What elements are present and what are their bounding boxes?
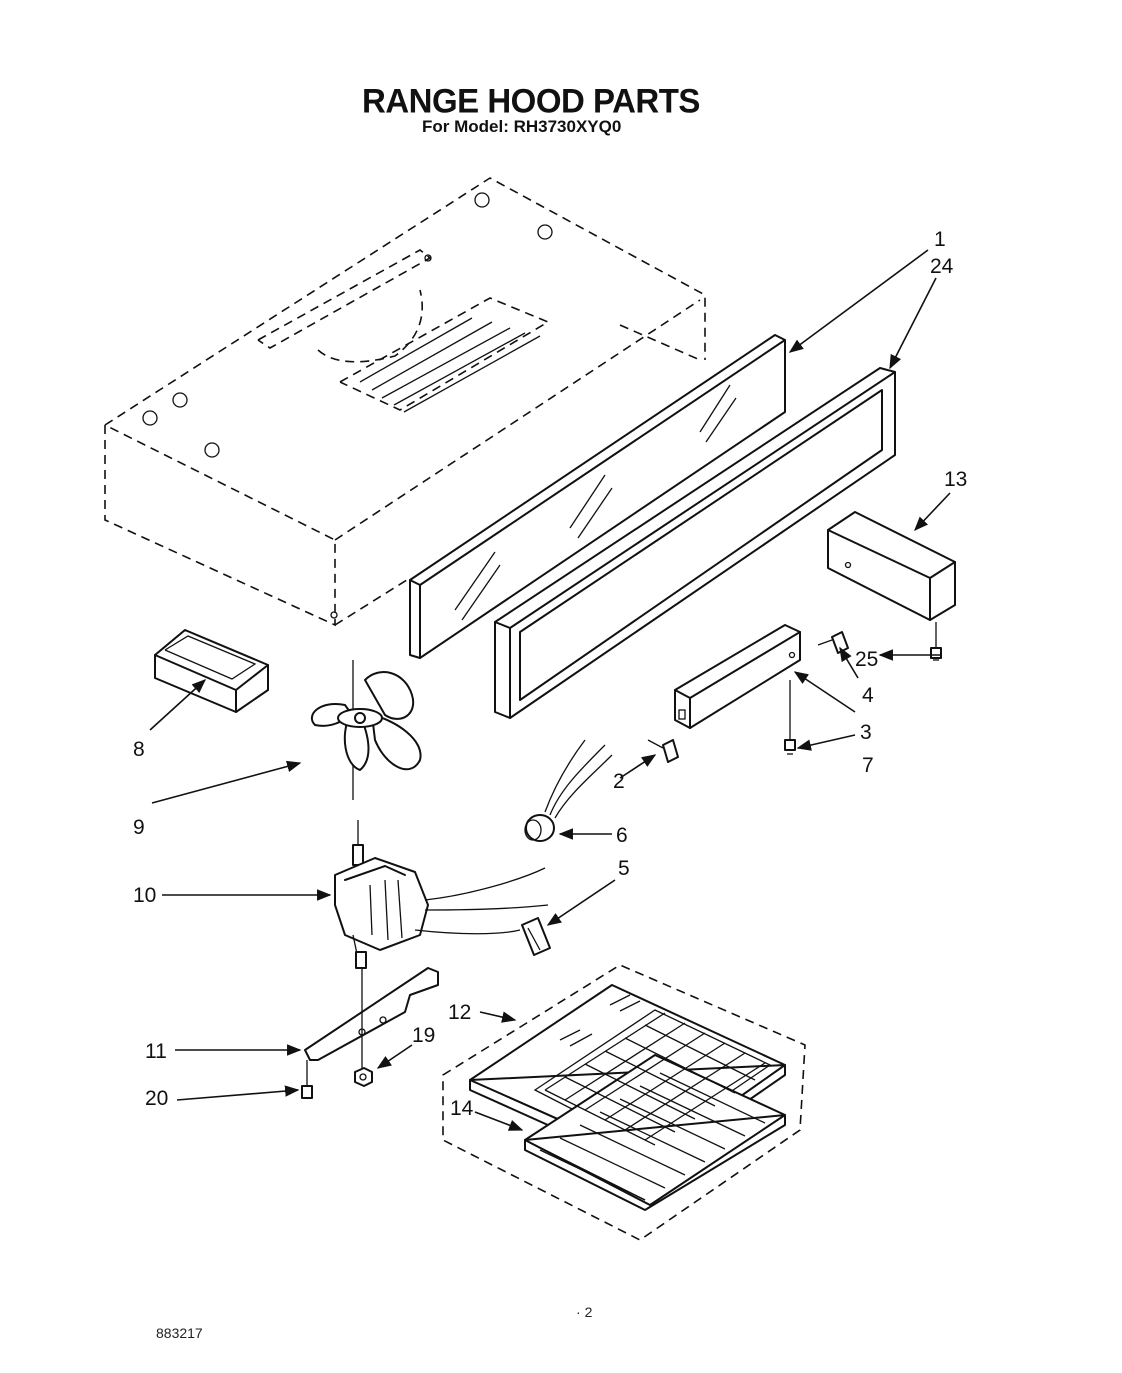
- callout-10: 10: [133, 884, 156, 907]
- filter-mesh: [539, 1012, 766, 1201]
- callout-11: 11: [145, 1040, 167, 1063]
- screw-part-25: [930, 622, 942, 661]
- callout-24: 24: [930, 255, 954, 278]
- nut-part-19: [354, 1067, 373, 1087]
- mounting-screw: [355, 951, 367, 969]
- hood-housing: [104, 177, 706, 627]
- page-title: RANGE HOOD PARTS: [362, 81, 700, 120]
- callout-6: 6: [616, 824, 628, 847]
- callout-9: 9: [133, 816, 145, 839]
- callout-5: 5: [618, 857, 630, 880]
- mounting-holes: [142, 192, 553, 619]
- page-number-prefix: ·: [576, 1304, 581, 1320]
- callout-4: 4: [862, 684, 874, 707]
- callout-3: 3: [860, 721, 872, 744]
- lamp-socket-part-6: [524, 739, 613, 842]
- connector-part-5: [521, 917, 551, 956]
- callout-20: 20: [145, 1087, 168, 1110]
- filter-group-dashed-outline: [442, 964, 806, 1241]
- motor-part-10: [334, 820, 549, 969]
- model-subtitle: For Model: RH3730XYQ0: [422, 117, 622, 136]
- callout-12: 12: [448, 1001, 471, 1024]
- callout-1: 1: [934, 228, 946, 251]
- callout-2: 2: [613, 770, 625, 793]
- callout-14: 14: [450, 1097, 474, 1120]
- motor-bracket-part-11: [304, 967, 439, 1070]
- page-number-value: 2: [584, 1304, 593, 1320]
- callout-19: 19: [412, 1024, 435, 1047]
- vent-slots: [359, 317, 541, 413]
- callout-7: 7: [862, 754, 874, 777]
- fan-blade-part-9: [310, 660, 422, 800]
- screw-part-20: [301, 1060, 313, 1099]
- cup-part-8: [154, 629, 269, 713]
- document-code: 883217: [156, 1325, 203, 1341]
- light-bracket-part-3: [674, 624, 801, 729]
- callout-13: 13: [944, 468, 967, 491]
- callout-25: 25: [855, 648, 878, 671]
- screw-part-7: [784, 680, 796, 755]
- clip-part-2: [647, 739, 679, 763]
- page-number: · 2: [576, 1304, 592, 1320]
- callout-8: 8: [133, 738, 145, 761]
- trim-frame-part-24: [494, 367, 896, 719]
- glass-panel-part-1: [409, 334, 786, 659]
- leader-lines: [149, 249, 951, 1131]
- clip-part-4: [817, 631, 849, 654]
- junction-box-part-13: [827, 511, 956, 621]
